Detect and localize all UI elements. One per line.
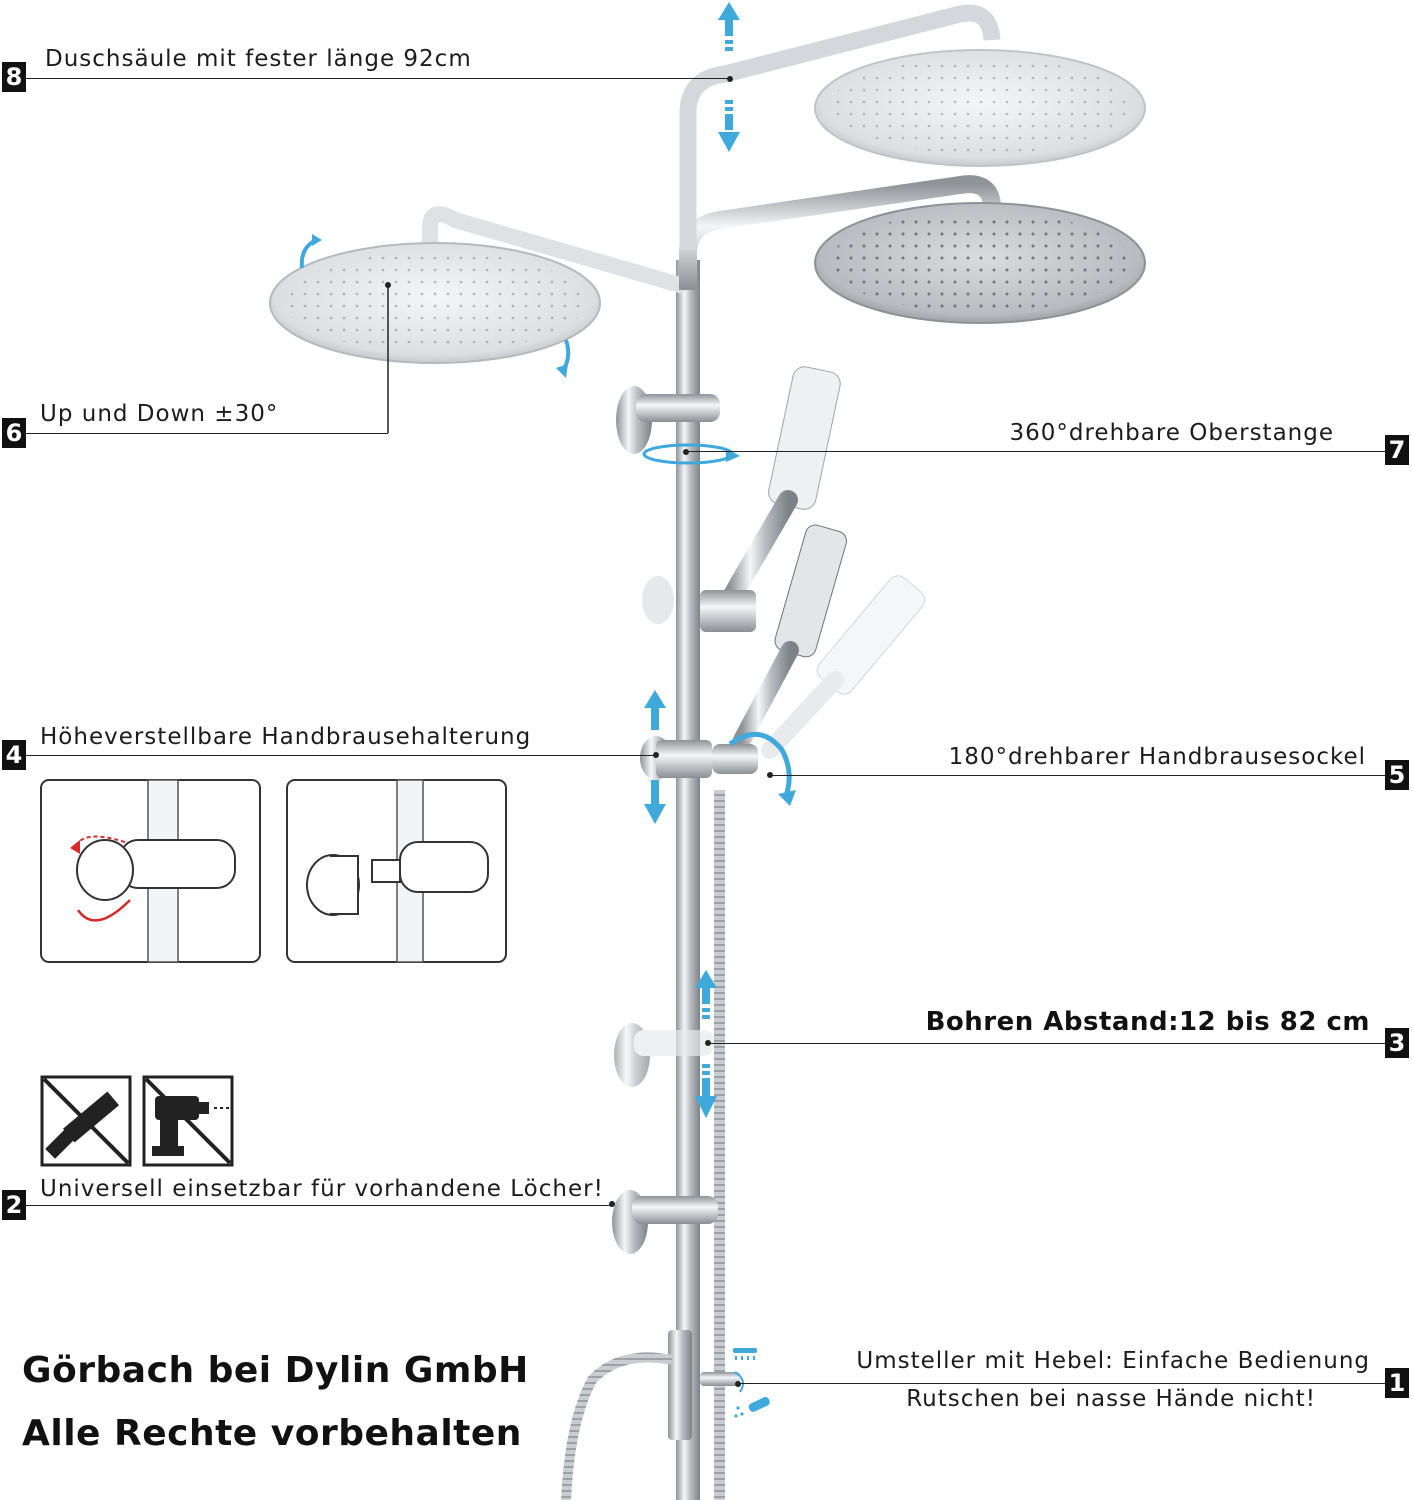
callout-badge-6: 6 (2, 418, 26, 448)
leader-line-7 (686, 451, 1385, 452)
footer-rights: Alle Rechte vorbehalten (22, 1413, 522, 1454)
callout-label-8: Duschsäule mit fester länge 92cm (45, 46, 472, 72)
callout-label-6: Up und Down ±30° (40, 401, 279, 427)
no-drill-icon (142, 1075, 234, 1167)
leader-line-3 (708, 1043, 1385, 1044)
footer-company: Görbach bei Dylin GmbH (22, 1350, 529, 1391)
no-hammer-icon (40, 1075, 132, 1167)
callout-label-1-line2: Rutschen bei nasse Hände nicht! (906, 1386, 1316, 1412)
callout-label-1-line1: Umsteller mit Hebel: Einfache Bedienung (856, 1348, 1370, 1374)
leader-line-5 (770, 775, 1385, 776)
callout-label-4: Höheverstellbare Handbrausehalterung (40, 724, 532, 750)
callout-badge-4: 4 (2, 740, 26, 770)
up-down-arrow-icon (695, 970, 717, 1118)
callout-label-3: Bohren Abstand:12 bis 82 cm (925, 1007, 1370, 1037)
callout-badge-2: 2 (2, 1190, 26, 1220)
rain-shower-icon (733, 1348, 757, 1360)
leader-line-8 (26, 78, 730, 79)
hand-shower-upright (642, 366, 841, 632)
callout-label-7: 360°drehbare Oberstange (1009, 420, 1334, 446)
upper-wall-bracket (616, 386, 720, 454)
main-rod (676, 260, 700, 1500)
up-down-arrow-icon (644, 690, 666, 824)
leader-line-2 (26, 1205, 612, 1206)
rain-shower-head-left (269, 242, 601, 364)
callout-badge-7: 7 (1385, 435, 1409, 465)
callout-badge-1: 1 (1385, 1368, 1409, 1398)
callout-badge-8: 8 (2, 62, 26, 92)
rain-shower-head-upper (814, 49, 1146, 167)
leader-line-6 (26, 433, 388, 434)
hand-shower-icon (734, 1397, 770, 1418)
lower-wall-bracket (612, 1190, 718, 1254)
rain-shower-head-lower (814, 202, 1146, 324)
callout-badge-5: 5 (1385, 760, 1409, 790)
callout-badge-3: 3 (1385, 1028, 1409, 1058)
hand-shower-faded (761, 575, 926, 759)
middle-wall-bracket (614, 1023, 714, 1087)
rotate-arrow-icon (728, 731, 792, 797)
arm-upper (679, 4, 1001, 250)
up-down-arrow-icon (718, 2, 740, 152)
detail-box-rotate-cap (40, 779, 261, 963)
shower-hose (714, 790, 725, 1500)
ghost-arm-left (422, 206, 688, 293)
diverter-valve (561, 1330, 740, 1500)
detail-box-remove-cap (286, 779, 507, 963)
leader-line-1 (738, 1383, 1385, 1384)
leader-line-4 (26, 755, 656, 756)
callout-label-2: Universell einsetzbar für vorhandene Löc… (40, 1176, 604, 1202)
hand-shower-tilted (733, 524, 847, 749)
callout-label-5: 180°drehbarer Handbrausesockel (948, 744, 1366, 770)
